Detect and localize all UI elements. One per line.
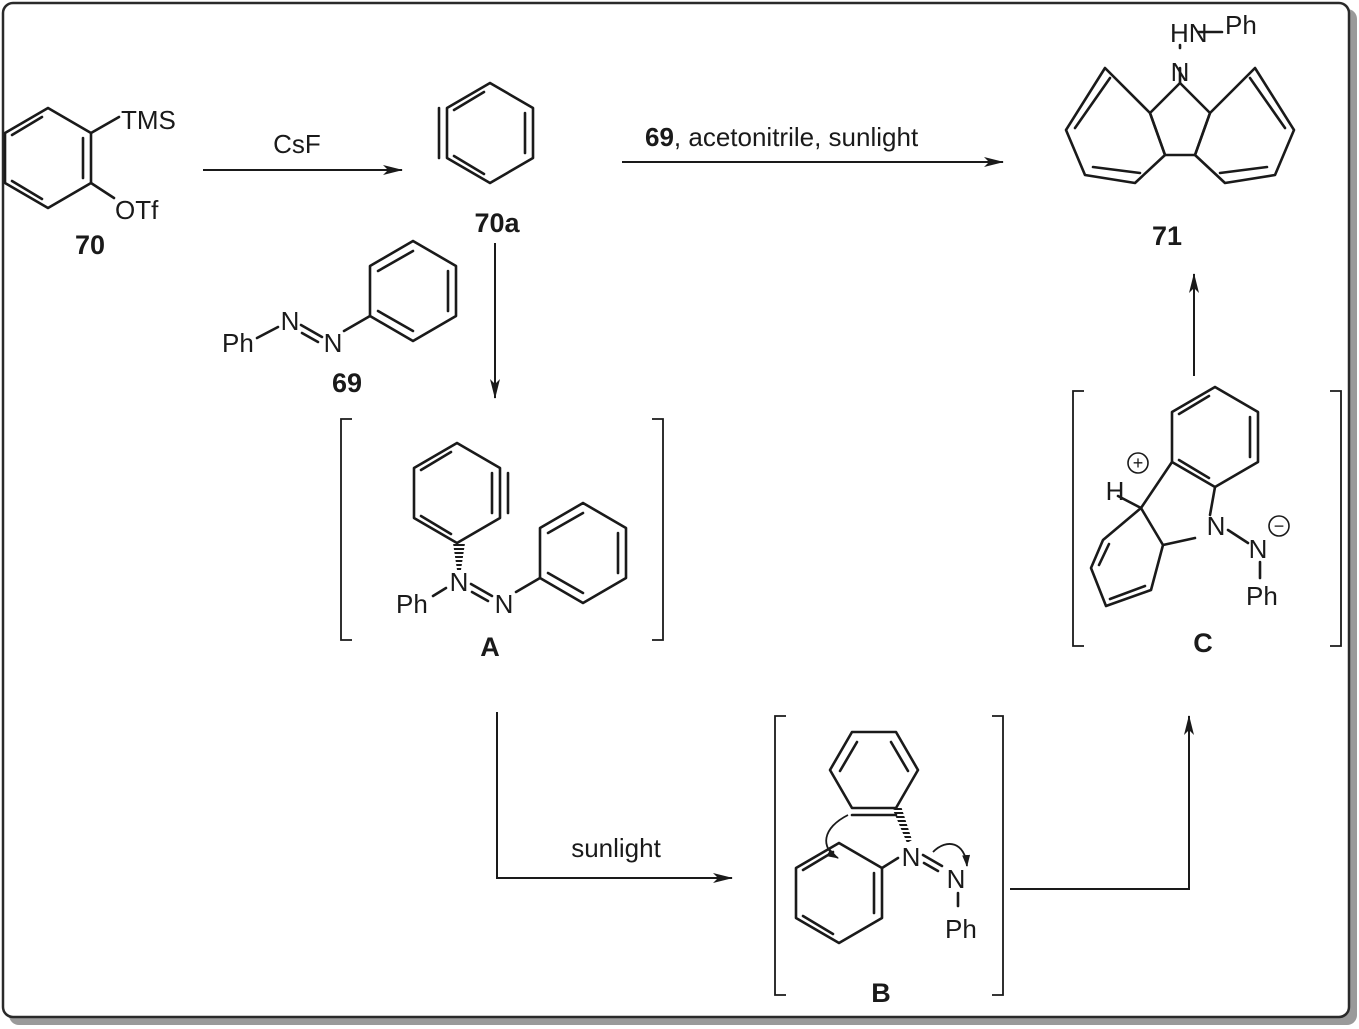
bracket-right-A — [652, 418, 664, 641]
bracket-right-C — [1330, 390, 1342, 647]
n2-label-A: N — [495, 589, 514, 619]
ph-label-C: Ph — [1246, 581, 1278, 611]
n-label-71: N — [1171, 57, 1190, 87]
arrow-B-to-C — [1010, 715, 1194, 890]
curved-arrow-nn — [932, 843, 971, 867]
ph-label-69: Ph — [222, 328, 254, 358]
ph-label-71: Ph — [1225, 10, 1257, 40]
compound-id-B: B — [871, 978, 891, 1008]
reagent-conditions: 69, acetonitrile, sunlight — [645, 122, 919, 152]
n1-label-C: N — [1207, 511, 1226, 541]
compound-70a: 70a — [437, 81, 535, 238]
ph-label-B: Ph — [945, 914, 977, 944]
compound-id-A: A — [480, 632, 500, 662]
bracket-left-B — [774, 715, 786, 996]
compound-70: TMS OTf 70 — [3, 105, 176, 260]
n1-label-B: N — [902, 842, 921, 872]
n2-label-C: N — [1249, 534, 1268, 564]
plus-charge — [1127, 452, 1149, 474]
tms-label: TMS — [121, 105, 176, 135]
n1-label-69: N — [281, 306, 300, 336]
n2-label-69: N — [324, 328, 343, 358]
compound-id-69: 69 — [332, 368, 362, 398]
compound-id-C: C — [1193, 628, 1213, 658]
plus-sign: + — [1133, 453, 1144, 473]
intermediate-A: Ph N N A — [340, 418, 664, 662]
h-label-C: H — [1106, 476, 1125, 506]
compound-71: N HN Ph 71 — [1064, 10, 1296, 251]
reagent-sunlight: sunlight — [571, 833, 661, 863]
bracket-right-B — [992, 715, 1004, 996]
compound-id-70a: 70a — [474, 208, 520, 238]
hashed-bond-B — [893, 806, 912, 843]
nh-label-71: HN — [1170, 18, 1208, 48]
reagent-compound-69: 69 — [645, 122, 674, 152]
arrow-A-to-B — [496, 712, 733, 883]
minus-charge — [1268, 515, 1290, 537]
reagent-csf: CsF — [273, 129, 321, 159]
n2-label-B: N — [947, 864, 966, 894]
hashed-bond-A — [453, 543, 465, 570]
compound-69: Ph N N 69 — [222, 239, 458, 398]
otf-label: OTf — [115, 195, 159, 225]
curved-arrow-ring — [825, 814, 849, 859]
minus-sign: − — [1274, 516, 1285, 536]
n1-label-A: N — [450, 567, 469, 597]
compound-id-70: 70 — [75, 230, 105, 260]
intermediate-C: + − H N N Ph C — [1072, 385, 1342, 658]
bracket-left-A — [340, 418, 352, 641]
reagent-conditions-text: , acetonitrile, sunlight — [674, 122, 919, 152]
bracket-left-C — [1072, 390, 1084, 647]
intermediate-B: N N Ph B — [774, 715, 1004, 1008]
ph-label-A: Ph — [396, 589, 428, 619]
compound-id-71: 71 — [1152, 221, 1182, 251]
